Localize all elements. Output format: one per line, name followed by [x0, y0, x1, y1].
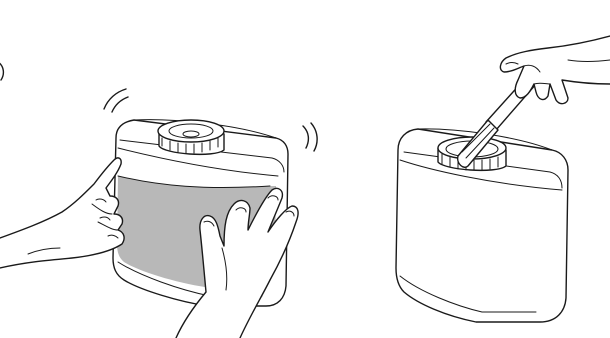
tank-cap [158, 120, 224, 154]
hand-holding-brush [500, 36, 610, 104]
panel-clean-with-brush [396, 36, 610, 322]
panel-shake-tank [0, 62, 317, 338]
water-tank-cleaning [396, 129, 568, 322]
left-hand [0, 158, 124, 268]
